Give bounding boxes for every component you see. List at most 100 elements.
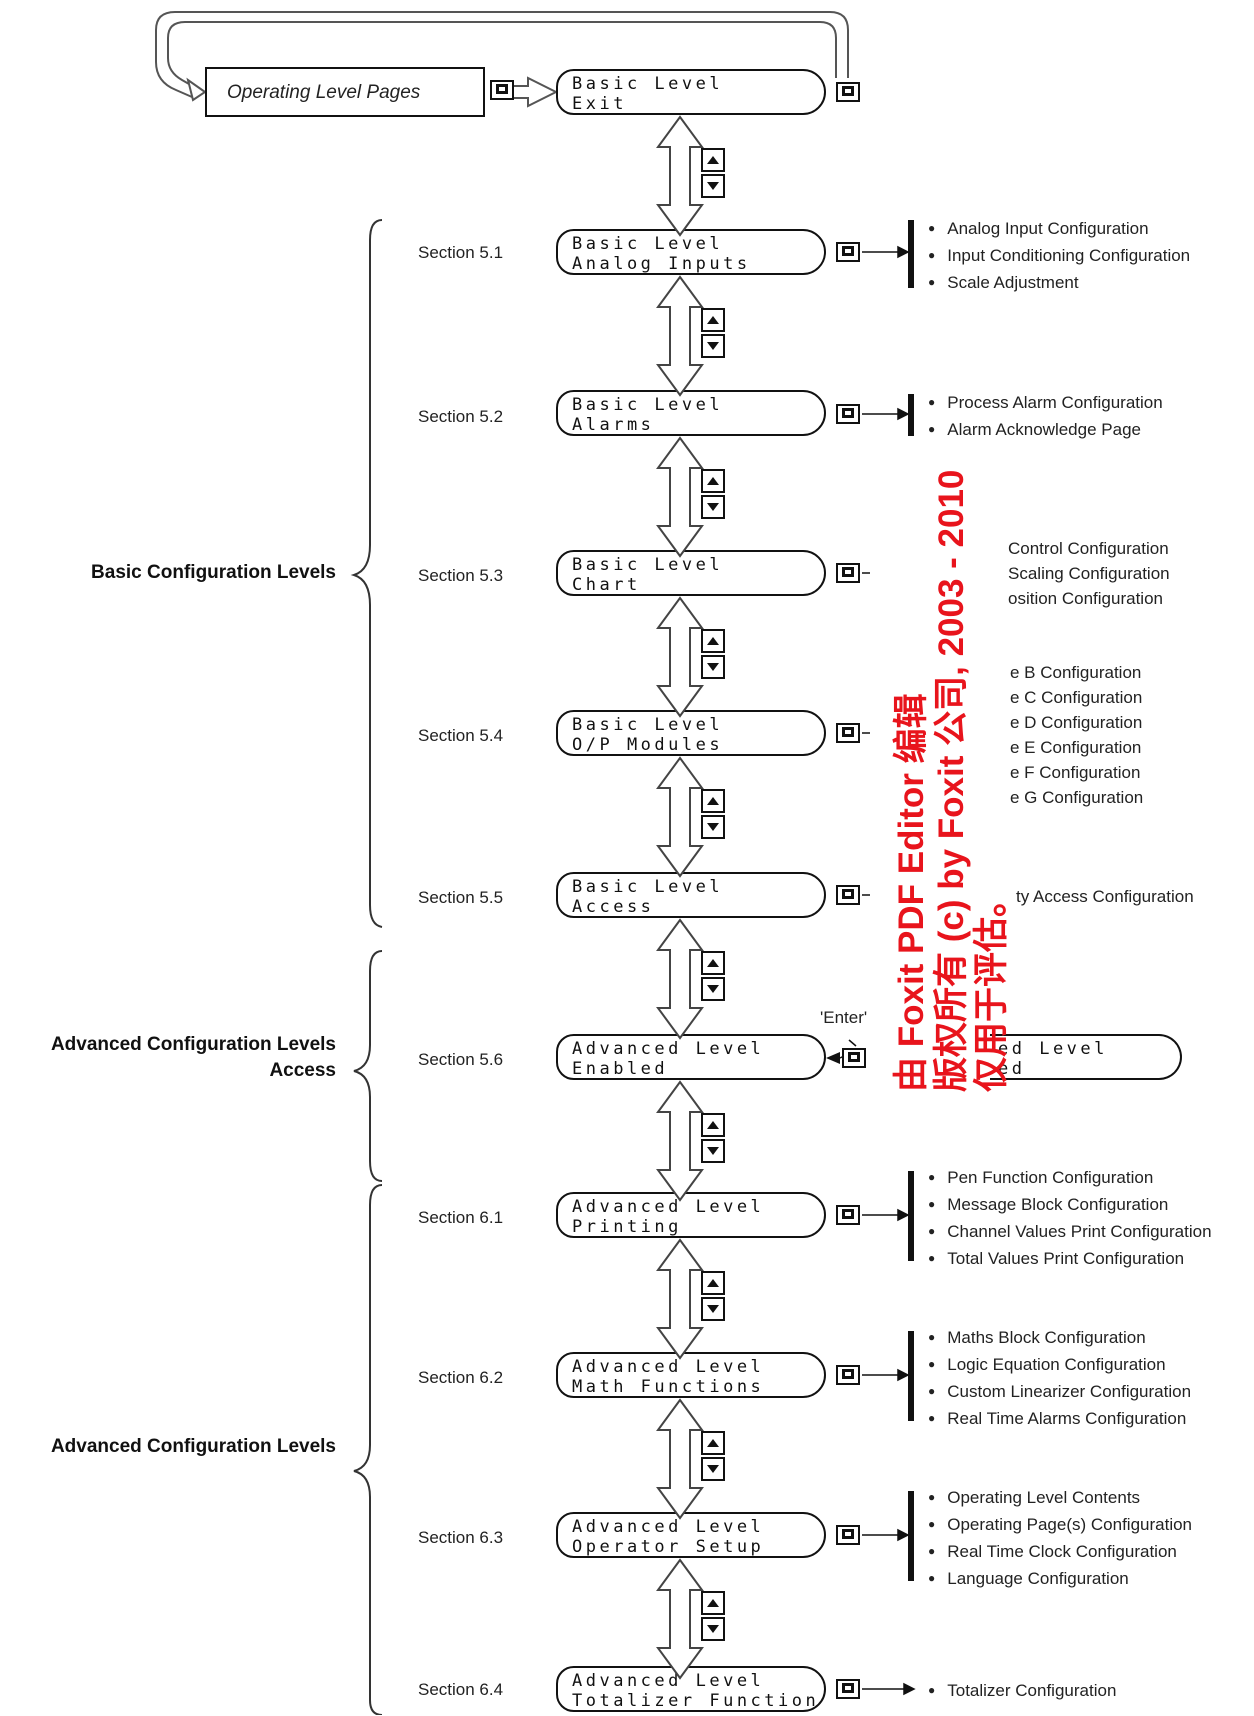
section-label: Section 5.1 [418, 243, 504, 262]
basic-level-op-modules-display[interactable]: Basic Level O/P Modules [556, 710, 826, 756]
enter-key-icon[interactable] [836, 1365, 860, 1385]
op-modules-list-fragments: e B Configuration e C Configuration e D … [1010, 660, 1143, 810]
display-line2: Analog Inputs [572, 254, 751, 274]
list-item[interactable]: Message Block Configuration [928, 1192, 1212, 1219]
enter-key-icon[interactable] [836, 1679, 860, 1699]
section-label: Section 6.1 [418, 1208, 504, 1227]
watermark-line3: 仅用于评估。 [972, 881, 1011, 1092]
display-line2: Totalizer Function [572, 1691, 820, 1711]
section-label: Section 6.3 [418, 1528, 504, 1547]
section-label: Section 5.6 [418, 1050, 504, 1069]
list-item[interactable]: e G Configuration [1010, 788, 1144, 807]
list-item[interactable]: osition Configuration [1008, 589, 1163, 608]
display-line1: Basic Level [572, 234, 724, 254]
basic-level-alarms-display[interactable]: Basic Level Alarms [556, 390, 826, 436]
list-item[interactable]: Scaling Configuration [1008, 564, 1170, 583]
list-item[interactable]: Real Time Clock Configuration [928, 1539, 1192, 1566]
basic-configuration-levels-label: Basic Configuration Levels [91, 562, 336, 583]
list-item[interactable]: Scale Adjustment [928, 270, 1190, 297]
enter-key-icon[interactable] [836, 563, 860, 583]
advanced-level-math-functions-display[interactable]: Advanced Level Math Functions [556, 1352, 826, 1398]
alarms-list: Process Alarm Configuration Alarm Acknow… [928, 390, 1163, 444]
display-line1: Basic Level [572, 877, 724, 897]
advanced-level-partial-display[interactable]: ed Level ed [990, 1034, 1182, 1080]
advanced-level-operator-setup-display[interactable]: Advanced Level Operator Setup [556, 1512, 826, 1558]
display-line1: Advanced Level [572, 1039, 765, 1059]
display-line2: Printing [572, 1217, 682, 1237]
list-item[interactable]: Logic Equation Configuration [928, 1352, 1191, 1379]
totalizer-list: Totalizer Configuration [928, 1678, 1116, 1705]
display-line2: Chart [572, 575, 641, 595]
display-line2: Enabled [572, 1059, 669, 1079]
section-label: Section 6.2 [418, 1368, 504, 1387]
advanced-access-label-line1: Advanced Configuration Levels [50, 1034, 336, 1055]
list-item[interactable]: Analog Input Configuration [928, 216, 1190, 243]
operator-setup-list: Operating Level Contents Operating Page(… [928, 1485, 1192, 1593]
display-line1: Advanced Level [572, 1357, 765, 1377]
list-item[interactable]: Channel Values Print Configuration [928, 1219, 1211, 1246]
list-item[interactable]: Operating Level Contents [928, 1485, 1192, 1512]
basic-level-analog-inputs-display[interactable]: Basic Level Analog Inputs [556, 229, 826, 275]
enter-key-icon[interactable] [836, 1525, 860, 1545]
display-line2: O/P Modules [572, 735, 724, 755]
basic-level-chart-display[interactable]: Basic Level Chart [556, 550, 826, 596]
watermark-line1: 由 Foxit PDF Editor 编辑 [892, 693, 931, 1092]
list-item[interactable]: Pen Function Configuration [928, 1165, 1212, 1192]
list-item[interactable]: e F Configuration [1010, 763, 1141, 782]
list-item[interactable]: Language Configuration [928, 1566, 1192, 1593]
display-line1: Advanced Level [572, 1671, 765, 1691]
watermark-line2: 版权所有 (c) by Foxit 公司, 2003 - 2010 [932, 469, 971, 1092]
list-item[interactable]: e D Configuration [1010, 713, 1143, 732]
list-item[interactable]: e C Configuration [1010, 688, 1143, 707]
math-functions-list: Maths Block Configuration Logic Equation… [928, 1325, 1191, 1433]
enter-key-icon[interactable] [836, 242, 860, 262]
list-item[interactable]: Process Alarm Configuration [928, 390, 1162, 417]
enter-key-icon[interactable] [836, 82, 860, 102]
section-label: Section 6.4 [418, 1680, 504, 1699]
display-line1: Advanced Level [572, 1197, 765, 1217]
list-item[interactable]: Input Conditioning Configuration [928, 243, 1190, 270]
list-item[interactable]: Maths Block Configuration [928, 1325, 1191, 1352]
list-item[interactable]: ty Access Configuration [1016, 887, 1194, 906]
section-label: Section 5.4 [418, 726, 504, 745]
enter-key-icon[interactable] [836, 723, 860, 743]
display-line1: Basic Level [572, 555, 724, 575]
enter-key-icon[interactable] [842, 1048, 866, 1068]
list-item[interactable]: Custom Linearizer Configuration [928, 1379, 1191, 1406]
enter-key-icon[interactable] [836, 404, 860, 424]
list-item[interactable]: Real Time Alarms Configuration [928, 1406, 1191, 1433]
operating-level-pages-box[interactable]: Operating Level Pages [205, 67, 485, 117]
basic-level-access-display[interactable]: Basic Level Access [556, 872, 826, 918]
list-item[interactable]: Alarm Acknowledge Page [928, 417, 1163, 444]
advanced-access-label-line2: Access [269, 1060, 336, 1081]
display-line2: Alarms [572, 415, 655, 435]
basic-level-exit-display[interactable]: Basic Level Exit [556, 69, 826, 115]
enter-key-icon[interactable] [490, 80, 514, 100]
enter-label: 'Enter' [820, 1008, 868, 1027]
operating-level-pages-label: Operating Level Pages [227, 82, 421, 103]
list-item[interactable]: Totalizer Configuration [928, 1678, 1116, 1705]
access-list-fragment: ty Access Configuration [1016, 884, 1194, 909]
display-line1: Advanced Level [572, 1517, 765, 1537]
enter-key-icon[interactable] [836, 885, 860, 905]
enter-key-icon[interactable] [836, 1205, 860, 1225]
advanced-level-enabled-display[interactable]: Advanced Level Enabled [556, 1034, 826, 1080]
display-line2: Access [572, 897, 655, 917]
list-item[interactable]: Operating Page(s) Configuration [928, 1512, 1192, 1539]
display-line1: ed Level [998, 1039, 1108, 1059]
list-item[interactable]: Total Values Print Configuration [928, 1246, 1212, 1273]
group-braces [350, 219, 383, 1715]
advanced-level-printing-display[interactable]: Advanced Level Printing [556, 1192, 826, 1238]
advanced-level-totalizer-function-display[interactable]: Advanced Level Totalizer Function [556, 1666, 826, 1712]
analog-inputs-list: Analog Input Configuration Input Conditi… [928, 216, 1190, 297]
list-item[interactable]: Control Configuration [1008, 539, 1169, 558]
list-item[interactable]: e E Configuration [1010, 738, 1142, 757]
list-item[interactable]: e B Configuration [1010, 663, 1142, 682]
display-line1: Basic Level [572, 74, 724, 94]
printing-list: Pen Function Configuration Message Block… [928, 1165, 1212, 1273]
section-label: Section 5.5 [418, 888, 504, 907]
display-line2: Exit [572, 94, 627, 114]
